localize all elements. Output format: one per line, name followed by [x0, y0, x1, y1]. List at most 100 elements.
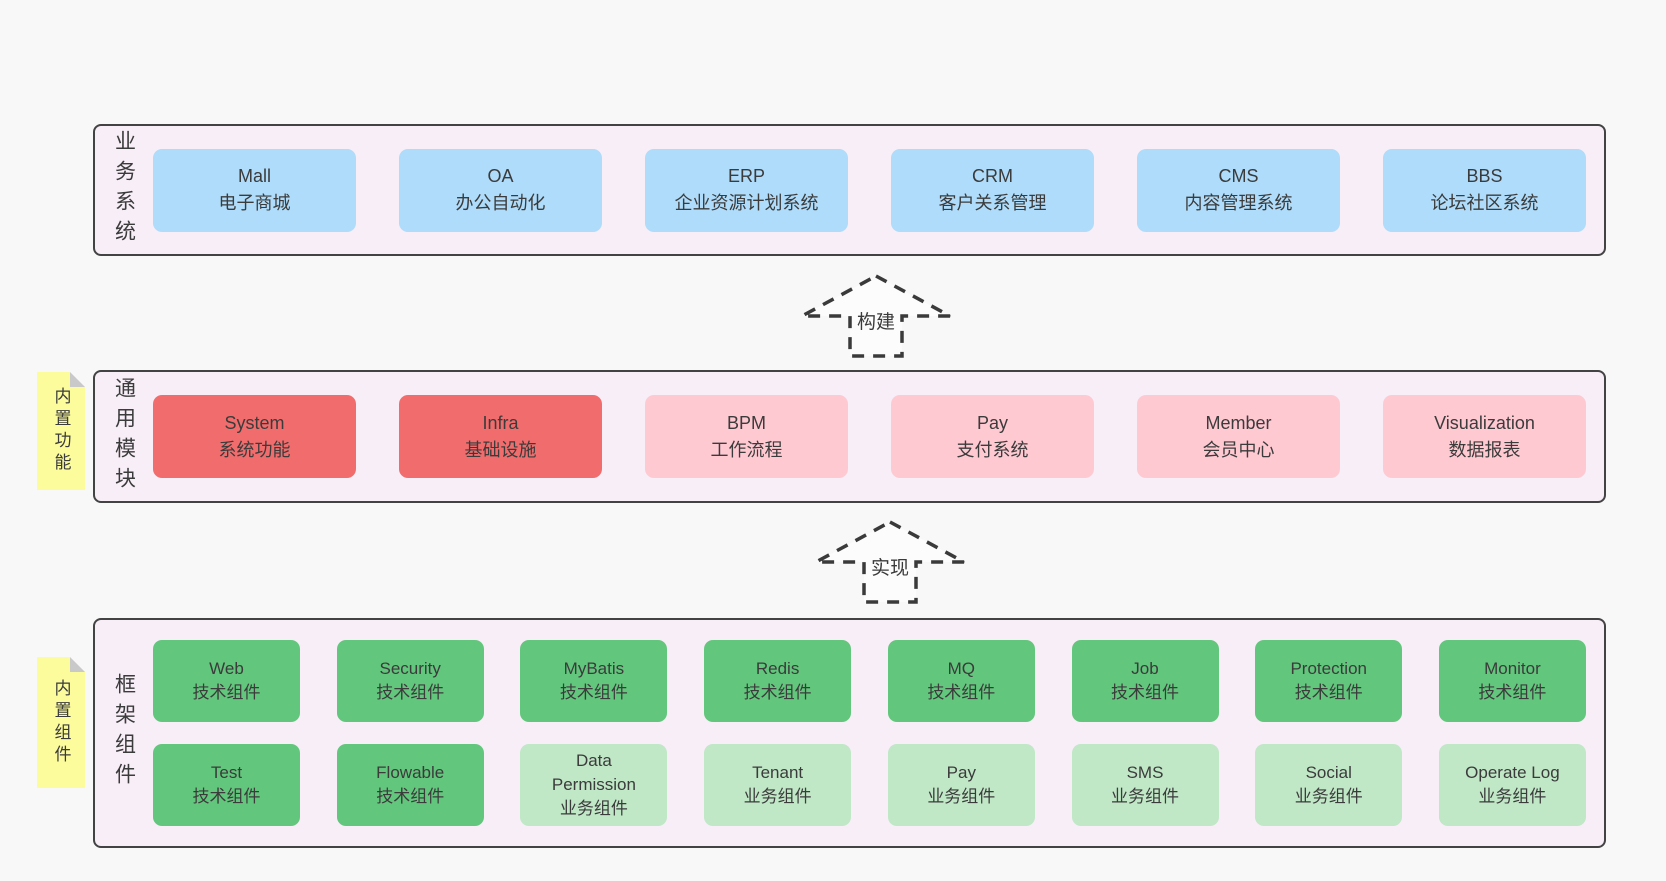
card-title: Flowable	[376, 763, 445, 782]
card-subtitle: 数据报表	[1448, 439, 1521, 460]
card-tenant: Tenant 业务组件	[704, 744, 852, 826]
card-infra: Infra 基础设施	[399, 395, 602, 478]
card-subtitle: 技术组件	[743, 683, 812, 702]
layer-business-label: 业务系统	[95, 126, 153, 254]
card-subtitle: 技术组件	[376, 683, 445, 702]
card-subtitle: 业务组件	[743, 787, 812, 806]
card-subtitle: 基础设施	[464, 439, 537, 460]
card-subtitle: 业务组件	[927, 787, 996, 806]
card-title: Protection	[1290, 659, 1367, 678]
card-mq: MQ 技术组件	[887, 640, 1035, 722]
card-sms: SMS 业务组件	[1071, 744, 1219, 826]
card-title: Member	[1205, 412, 1272, 433]
card-pay: Pay 支付系统	[891, 395, 1094, 478]
implement-arrow-label: 实现	[871, 557, 909, 579]
card-operate-log: Operate Log 业务组件	[1438, 744, 1586, 826]
layer-common-modules: 通用模块 System 系统功能 Infra 基础设施 BPM 工作流程 Pay 支付系统 Me…	[93, 370, 1606, 503]
card-subtitle: 技术组件	[192, 683, 261, 702]
card-redis: Redis 技术组件	[704, 640, 852, 722]
card-subtitle: 技术组件	[559, 683, 628, 702]
card-title: Social	[1305, 763, 1352, 782]
implement-arrow: 实现	[815, 520, 965, 604]
card-title: OA	[487, 166, 514, 186]
card-job: Job 技术组件	[1071, 640, 1219, 722]
card-system: System 系统功能	[153, 395, 356, 478]
card-test: Test 技术组件	[153, 744, 300, 826]
card-data-permission: Data Permission 业务组件	[520, 744, 668, 826]
card-title: SMS	[1126, 763, 1164, 782]
card-subtitle: 技术组件	[192, 787, 261, 806]
card-title: BPM	[726, 412, 766, 433]
card-mall: Mall 电子商城	[153, 148, 356, 232]
note-text: 内置组件	[51, 678, 71, 767]
card-subtitle: 企业资源计划系统	[674, 193, 819, 213]
card-title: Data Permission	[551, 751, 636, 794]
card-subtitle: 业务组件	[559, 799, 628, 818]
card-bpm: BPM 工作流程	[645, 395, 848, 478]
card-subtitle: 会员中心	[1202, 439, 1275, 460]
card-subtitle: 业务组件	[1294, 787, 1363, 806]
card-title: CMS	[1218, 166, 1259, 186]
card-pay: Pay 业务组件	[887, 744, 1035, 826]
card-member: Member 会员中心	[1137, 395, 1340, 478]
card-subtitle: 业务组件	[1111, 787, 1180, 806]
card-subtitle: 工作流程	[710, 439, 783, 460]
card-title: Pay	[976, 412, 1009, 433]
card-subtitle: 办公自动化	[455, 193, 546, 213]
card-title: BBS	[1466, 166, 1503, 186]
card-title: Visualization	[1434, 412, 1535, 433]
card-mybatis: MyBatis 技术组件	[520, 640, 668, 722]
card-subtitle: 系统功能	[218, 439, 291, 460]
card-title: CRM	[972, 166, 1013, 186]
card-security: Security 技术组件	[336, 640, 484, 722]
card-subtitle: 技术组件	[927, 683, 996, 702]
note-built-in-components: 内置组件	[37, 657, 85, 788]
card-title: Test	[210, 763, 243, 782]
card-title: Security	[379, 659, 441, 678]
card-title: Job	[1131, 659, 1159, 678]
card-title: Infra	[482, 412, 519, 433]
card-crm: CRM 客户关系管理	[891, 148, 1094, 232]
card-subtitle: 技术组件	[1111, 683, 1180, 702]
card-title: Pay	[946, 763, 976, 782]
note-text: 内置功能	[51, 387, 71, 475]
card-subtitle: 支付系统	[956, 439, 1029, 460]
card-subtitle: 电子商城	[218, 193, 291, 213]
card-title: MyBatis	[563, 659, 625, 678]
up-arrow-shape	[801, 274, 951, 358]
card-cms: CMS 内容管理系统	[1137, 148, 1340, 232]
build-arrow: 构建	[801, 274, 951, 358]
layer-label-text: 框架组件	[112, 673, 136, 793]
card-subtitle: 客户关系管理	[938, 193, 1047, 213]
card-subtitle: 业务组件	[1478, 787, 1547, 806]
card-subtitle: 技术组件	[376, 787, 445, 806]
card-subtitle: 内容管理系统	[1184, 193, 1293, 213]
build-arrow-label: 构建	[857, 311, 895, 333]
card-row: System 系统功能 Infra 基础设施 BPM 工作流程 Pay 支付系统 Member 会…	[153, 395, 1586, 478]
card-subtitle: 论坛社区系统	[1430, 193, 1539, 213]
card-oa: OA 办公自动化	[399, 148, 602, 232]
modules-card-rows: System 系统功能 Infra 基础设施 BPM 工作流程 Pay 支付系统 Member 会…	[153, 372, 1604, 501]
note-built-in-features: 内置功能	[37, 372, 85, 490]
card-title: Mall	[237, 166, 271, 186]
card-title: Tenant	[752, 763, 804, 782]
card-title: System	[224, 412, 285, 433]
card-title: Monitor	[1484, 659, 1541, 678]
card-social: Social 业务组件	[1255, 744, 1403, 826]
card-title: MQ	[947, 659, 975, 678]
layer-modules-label: 通用模块	[95, 372, 153, 501]
card-monitor: Monitor 技术组件	[1438, 640, 1586, 722]
layer-components-label: 框架组件	[95, 620, 153, 846]
card-subtitle: 技术组件	[1478, 683, 1547, 702]
card-visualization: Visualization 数据报表	[1383, 395, 1586, 478]
card-title: Operate Log	[1465, 763, 1560, 782]
card-title: Redis	[755, 659, 800, 678]
